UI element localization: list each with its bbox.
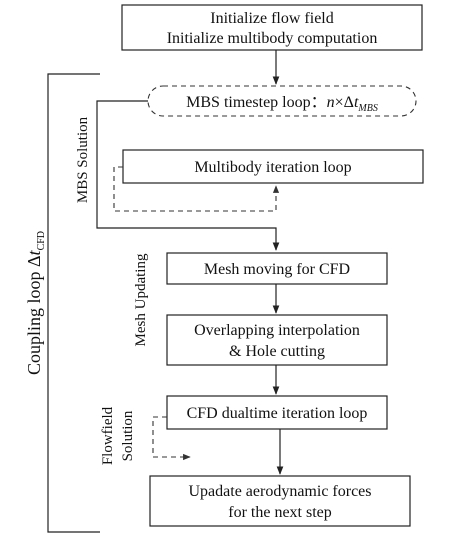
overlap-line-2: & Hole cutting	[229, 343, 325, 360]
overlap-line-1: Overlapping interpolation	[194, 322, 360, 339]
solution-label: Solution	[120, 410, 136, 461]
multibody-iteration-label: Multibody iteration loop	[194, 159, 351, 176]
cfd-dualtime-label: CFD dualtime iteration loop	[187, 405, 368, 422]
initialize-line-2: Initialize multibody computation	[167, 30, 378, 47]
mbs-outer-loop-line	[96, 100, 280, 251]
update-line-1: Upadate aerodynamic forces	[188, 483, 371, 500]
cfd-dashed-loop	[152, 416, 191, 461]
mbs-timestep-loop-label: MBS timestep loop：n×ΔtMBS	[186, 94, 378, 114]
coupling-loop-bracket	[47, 73, 100, 533]
initialize-line-1: Initialize flow field	[210, 10, 334, 27]
mesh-updating-label: Mesh Updating	[133, 253, 149, 346]
update-line-2: for the next step	[228, 504, 332, 521]
flowfield-label: Flowfield	[100, 406, 116, 465]
cfd-dualtime-box	[166, 395, 388, 430]
overlap-box	[166, 314, 388, 366]
coupling-loop-label: Coupling loop ΔtCFD	[24, 231, 47, 375]
mesh-moving-box	[166, 252, 388, 285]
mbs-timestep-loop-box	[147, 85, 417, 117]
update-forces-box	[149, 475, 411, 527]
initialize-box	[121, 4, 423, 51]
mesh-moving-label: Mesh moving for CFD	[204, 261, 350, 278]
mbs-solution-label: MBS Solution	[75, 116, 91, 203]
